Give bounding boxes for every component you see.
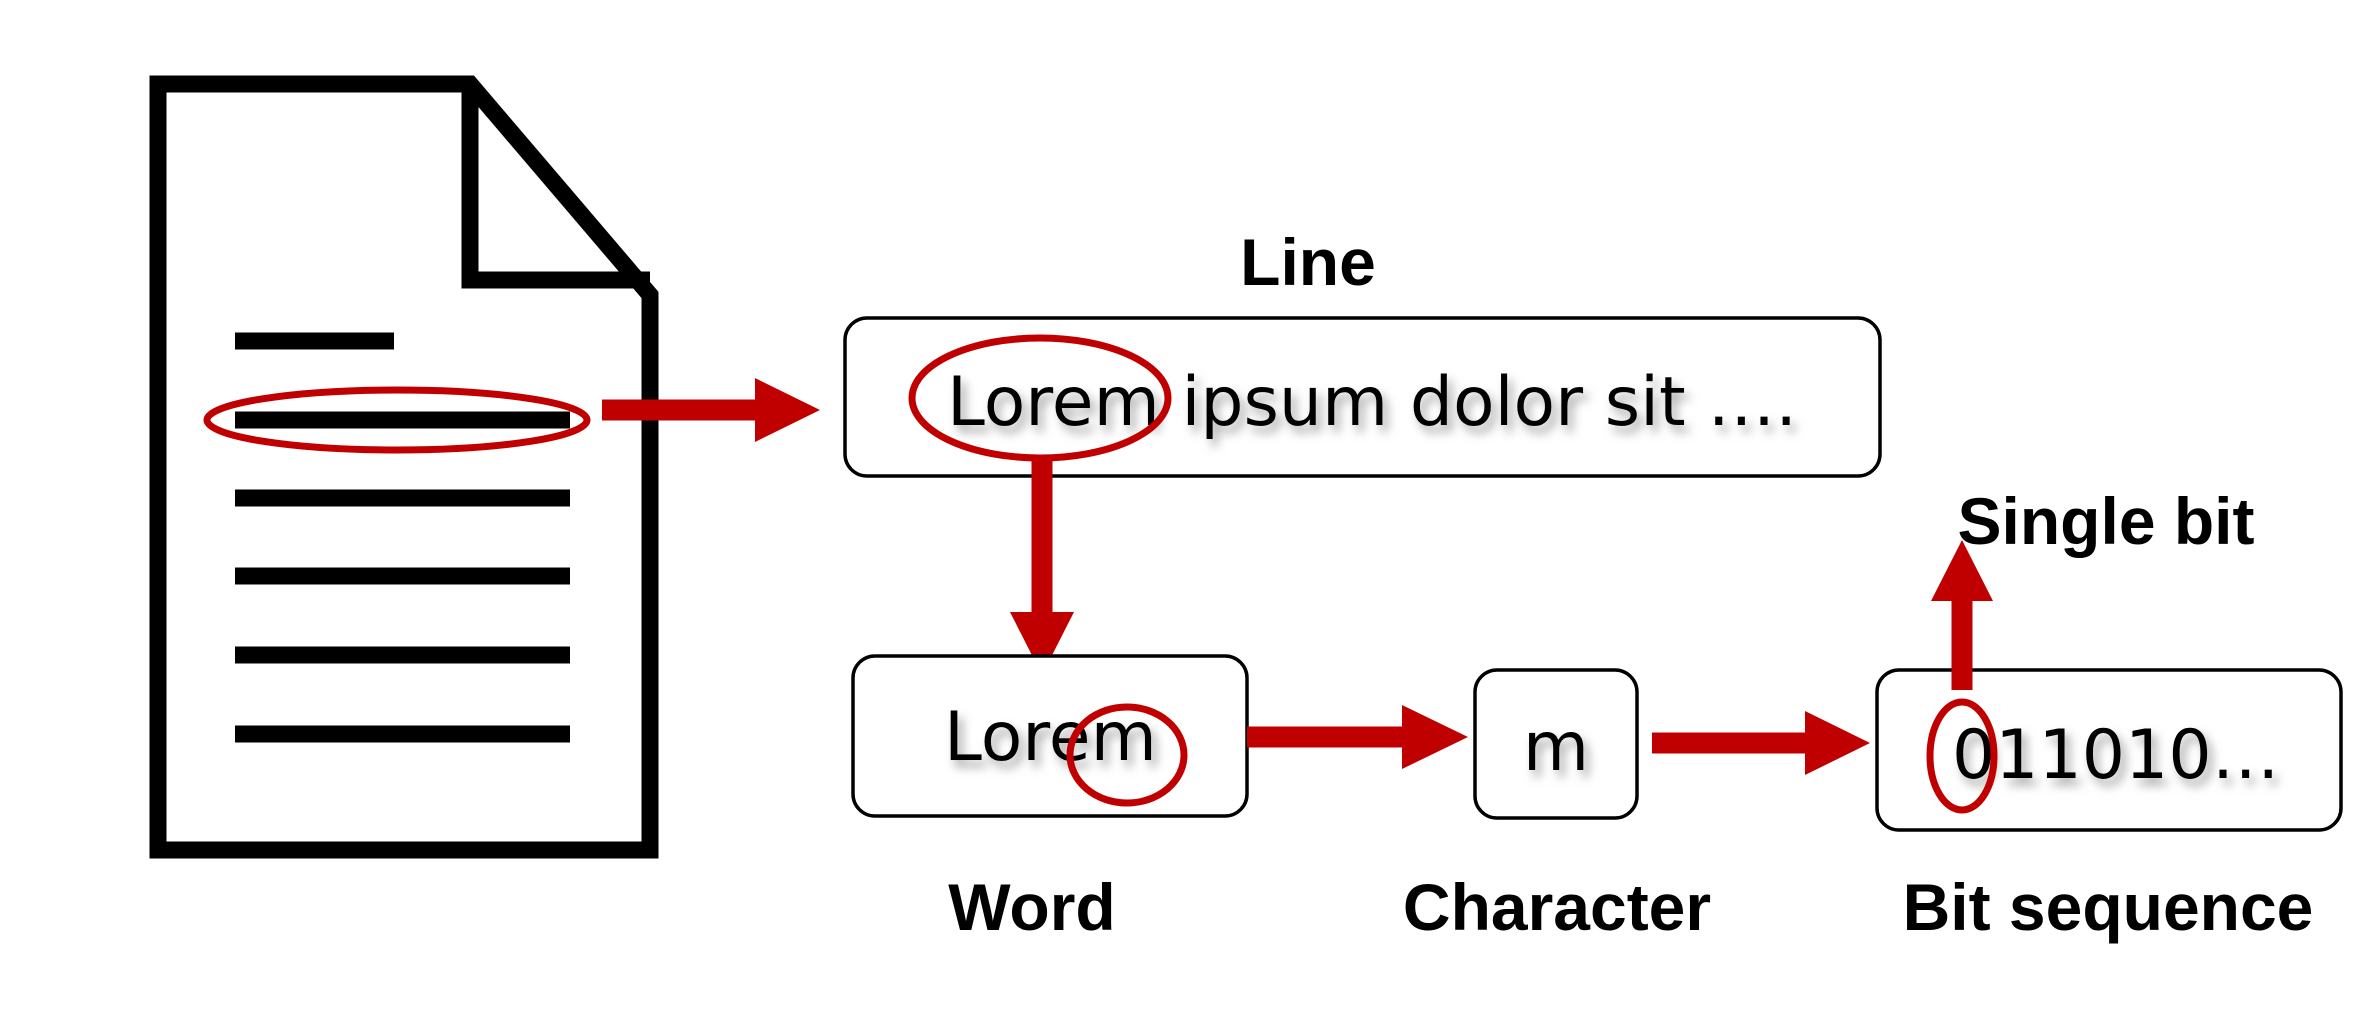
arrow-bits-to-single-bit bbox=[1931, 540, 1993, 690]
arrow-word-to-character bbox=[1247, 705, 1468, 769]
selected-character-highlight bbox=[1066, 703, 1188, 807]
arrow-file-to-line bbox=[602, 378, 820, 442]
arrow-character-to-bits bbox=[1652, 711, 1870, 775]
arrow-line-to-word bbox=[1010, 458, 1074, 675]
line-box bbox=[843, 316, 1882, 478]
bit-sequence-label: Bit sequence bbox=[1903, 870, 2314, 944]
selected-bit-highlight bbox=[1926, 698, 1998, 814]
character-label: Character bbox=[1403, 870, 1711, 944]
bit-sequence-box bbox=[1875, 668, 2343, 832]
single-bit-label: Single bit bbox=[1958, 484, 2255, 558]
document-icon bbox=[149, 75, 659, 859]
word-label: Word bbox=[948, 870, 1115, 944]
bit-sequence-text: 011010… bbox=[1952, 716, 2280, 795]
word-text: Lorem bbox=[944, 698, 1157, 777]
character-box bbox=[1473, 668, 1639, 820]
line-text: Lorem ipsum dolor sit …. bbox=[947, 363, 1797, 442]
selected-line-highlight bbox=[203, 386, 591, 454]
character-text: m bbox=[1523, 708, 1589, 787]
line-label: Line bbox=[1240, 225, 1376, 299]
